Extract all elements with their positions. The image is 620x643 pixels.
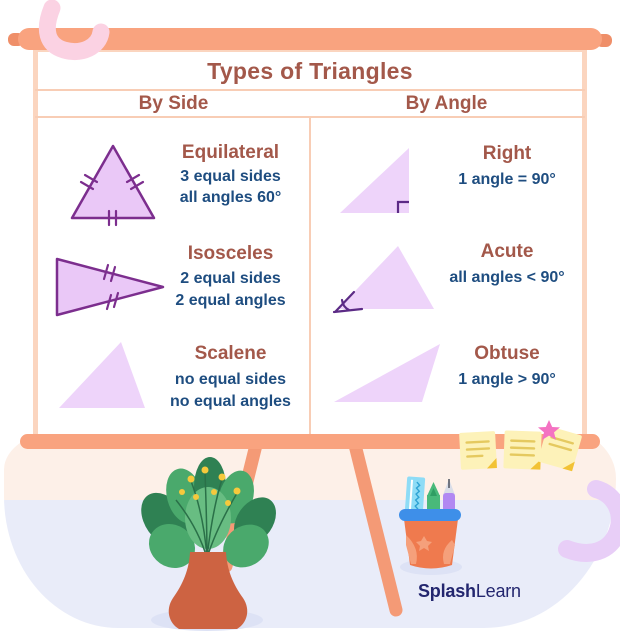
scalene-triangle-shape xyxy=(59,342,145,408)
right-angle-marker xyxy=(396,200,409,213)
top-bar-right-cap xyxy=(596,34,612,47)
isosceles-triangle-shape xyxy=(55,257,165,317)
acute-angle-marker xyxy=(332,290,364,314)
top-bar-left-cap xyxy=(8,33,24,46)
scalene-desc-line2: no equal angles xyxy=(170,393,291,410)
isosceles-desc-line1: 2 equal sides xyxy=(180,270,281,287)
isosceles-desc-line2: 2 equal angles xyxy=(175,292,286,309)
column-divider xyxy=(309,117,311,434)
equal-side-tick-marks xyxy=(79,173,145,227)
scalene-desc-line1: no equal sides xyxy=(174,371,287,388)
right-triangle-shape xyxy=(340,148,409,213)
triangle-name-scalene: Scalene xyxy=(194,343,267,364)
right-desc-line1: 1 angle = 90° xyxy=(458,171,556,188)
column-header-by-angle: By Angle xyxy=(405,93,488,114)
divider-under-title xyxy=(35,89,585,91)
column-header-by-side: By Side xyxy=(138,93,209,114)
acute-desc-line1: all angles < 90° xyxy=(449,269,565,286)
triangle-name-obtuse: Obtuse xyxy=(474,343,540,364)
background-blob xyxy=(4,430,616,628)
triangle-name-acute: Acute xyxy=(480,241,534,262)
page-title: Types of Triangles xyxy=(207,58,413,84)
equilateral-desc-line1: 3 equal sides xyxy=(180,168,281,185)
obtuse-triangle-shape xyxy=(334,344,440,402)
pink-squiggle-icon xyxy=(38,0,110,60)
triangle-name-isosceles: Isosceles xyxy=(187,243,274,264)
equal-side-tick-marks xyxy=(102,263,120,311)
obtuse-desc-line1: 1 angle > 90° xyxy=(458,371,556,388)
brand-logo: SplashLearn xyxy=(418,581,521,602)
top-bar xyxy=(18,28,602,50)
equilateral-desc-line2: all angles 60° xyxy=(179,189,282,206)
triangle-name-right: Right xyxy=(482,143,532,164)
brand-logo-light: Learn xyxy=(475,581,521,601)
acute-triangle-shape xyxy=(332,246,434,314)
brand-logo-bold: Splash xyxy=(418,581,476,601)
equilateral-triangle-shape xyxy=(70,144,156,227)
triangle-name-equilateral: Equilateral xyxy=(181,142,280,163)
